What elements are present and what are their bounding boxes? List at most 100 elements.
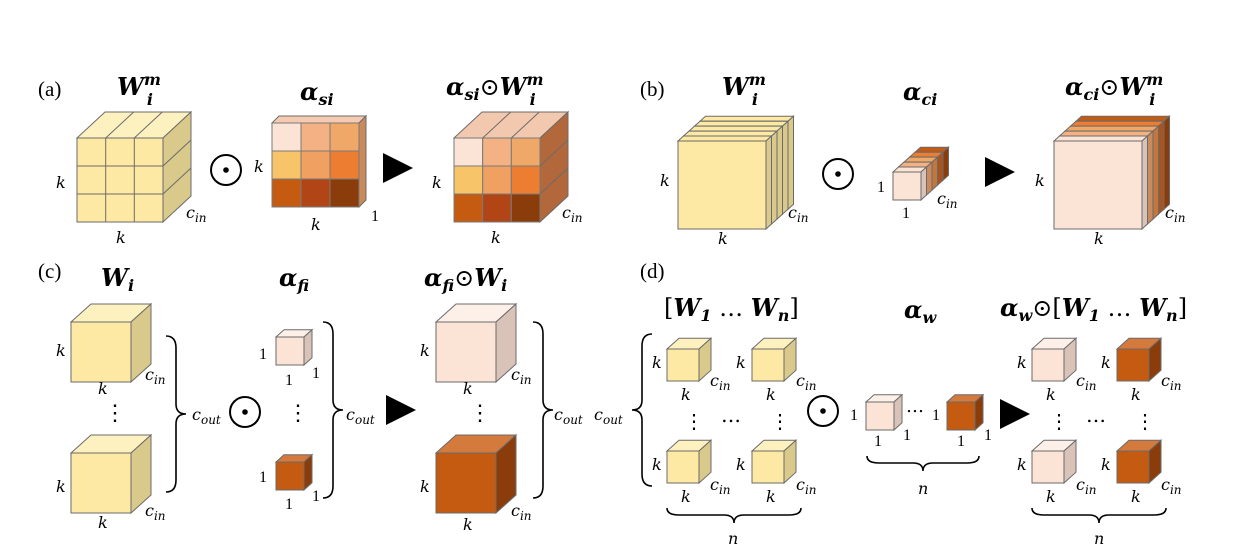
odot-operator xyxy=(229,396,261,428)
label-c-out: cout xyxy=(594,405,623,427)
label-one: 1 xyxy=(902,205,910,222)
label-k: k xyxy=(766,385,776,404)
result-cube-grid xyxy=(452,110,570,224)
result-cell xyxy=(482,137,512,167)
label-k: k xyxy=(98,379,108,398)
label-k: k xyxy=(420,341,430,360)
label-k: k xyxy=(1131,385,1141,404)
result-slice-side xyxy=(1147,129,1154,226)
label-k: k xyxy=(491,228,501,247)
brace xyxy=(532,321,554,499)
alpha-cube xyxy=(945,393,985,432)
label-k: k xyxy=(311,215,321,234)
weight-cube xyxy=(69,302,153,384)
result-cell xyxy=(510,137,541,167)
weight-slice-top xyxy=(687,125,784,132)
label-one: 1 xyxy=(932,407,940,424)
alpha-slice-side xyxy=(920,165,927,202)
brace xyxy=(666,507,802,524)
alpha-cell xyxy=(329,122,360,152)
label-c-out: cout xyxy=(554,405,583,427)
label-k: k xyxy=(420,477,430,496)
odot-operator xyxy=(822,158,854,190)
label-k: k xyxy=(652,455,662,474)
label-k: k xyxy=(56,173,66,192)
weight-slice-top xyxy=(682,130,779,137)
weight-slices xyxy=(676,115,795,231)
weight-slice-top xyxy=(693,120,790,127)
alpha-cell xyxy=(271,178,302,208)
label-one: 1 xyxy=(312,365,320,382)
label-c-in: cin xyxy=(1076,371,1097,393)
weight-cube xyxy=(750,337,798,383)
label-k: k xyxy=(660,171,670,190)
alpha-cell xyxy=(300,122,331,152)
label-k: k xyxy=(652,353,662,372)
result-cell xyxy=(482,165,512,195)
label-k: k xyxy=(1046,385,1056,404)
label-one: 1 xyxy=(877,179,885,196)
weight-slice-top xyxy=(698,115,795,122)
brace xyxy=(866,455,980,472)
brace xyxy=(165,335,187,493)
result-cube xyxy=(434,433,518,515)
alpha-cube xyxy=(274,328,314,367)
vertical-dots: ⋮ xyxy=(770,409,790,433)
label-one: 1 xyxy=(850,407,858,424)
result-slice-top xyxy=(1069,120,1166,127)
panel-c-title-w: Wi xyxy=(101,263,134,295)
label-c-out: cout xyxy=(192,405,221,427)
label-k: k xyxy=(432,173,442,192)
label-c-in: cin xyxy=(1076,475,1097,497)
result-slice-top xyxy=(1074,115,1171,122)
label-k: k xyxy=(1101,455,1111,474)
label-n: n xyxy=(728,529,738,548)
label-k: k xyxy=(681,487,691,506)
label-k: k xyxy=(681,385,691,404)
panel-b-title-alpha: αci xyxy=(903,77,937,109)
label-c-in: cin xyxy=(511,365,532,387)
label-k: k xyxy=(1017,455,1027,474)
alpha-cell xyxy=(329,150,360,180)
label-one: 1 xyxy=(285,372,293,389)
label-k: k xyxy=(1094,229,1104,248)
alpha-slice-side xyxy=(937,151,944,187)
vertical-dots: ⋮ xyxy=(1049,409,1069,433)
label-c-in: cin xyxy=(796,371,817,393)
alpha-slice-side xyxy=(926,160,933,197)
vertical-dots: ⋮ xyxy=(1135,409,1155,433)
panel-d-title-alpha: αw xyxy=(904,295,937,327)
weight-cube xyxy=(750,439,798,485)
alpha-si-grid xyxy=(270,114,368,209)
panel-d: (d) [W1 … Wn] αw αw⊙[W1 … Wn] cout k k c… xyxy=(594,259,1187,548)
alpha-cube xyxy=(274,453,314,492)
label-k: k xyxy=(463,515,473,534)
alpha-slice xyxy=(892,171,922,201)
result-cell xyxy=(453,165,484,195)
label-k: k xyxy=(1017,353,1027,372)
label-k: k xyxy=(116,228,126,247)
label-k: k xyxy=(766,487,776,506)
label-c-in: cin xyxy=(145,501,166,523)
label-k: k xyxy=(1101,353,1111,372)
label-k: k xyxy=(1046,487,1056,506)
horizontal-dots: … xyxy=(906,396,924,417)
brace xyxy=(322,321,344,499)
panel-c-title-alpha: αfi xyxy=(279,263,309,295)
label-k: k xyxy=(463,379,473,398)
label-k: k xyxy=(98,513,108,532)
weight-cube xyxy=(665,337,713,383)
vertical-dots: ⋮ xyxy=(684,409,704,433)
label-c-in: cin xyxy=(186,203,207,225)
panel-d-title-list: [W1 … Wn] xyxy=(664,293,799,325)
result-slices xyxy=(1052,115,1171,231)
vertical-dots: ⋮ xyxy=(287,401,309,426)
result-slice-top xyxy=(1052,135,1149,142)
weight-slice-top xyxy=(676,135,773,142)
label-c-in: cin xyxy=(710,475,731,497)
panel-a-title-alpha: αsi xyxy=(300,77,334,109)
result-cell xyxy=(482,193,512,223)
result-cube xyxy=(434,302,518,384)
